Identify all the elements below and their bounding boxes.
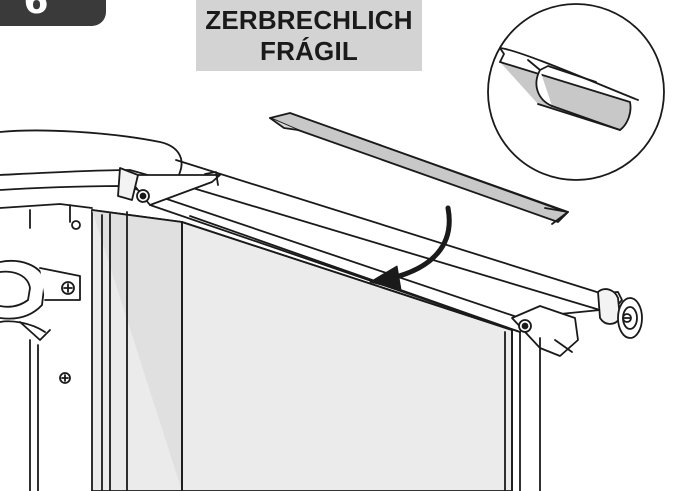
right-end-knob [597, 288, 643, 339]
magnified-detail-icon [487, 3, 665, 181]
step-number: 6 [23, 0, 49, 22]
warning-text-german: ZERBRECHLICH [205, 5, 413, 35]
left-hinge-bracket [117, 167, 221, 206]
step-badge: 6 [0, 0, 106, 26]
fragile-strip-part [269, 112, 569, 225]
front-panel [91, 209, 541, 491]
right-hinge-bracket [511, 305, 579, 357]
panel-screw [71, 220, 81, 230]
warning-text-spanish: FRÁGIL [260, 36, 358, 66]
fragile-warning-label: ZERBRECHLICH FRÁGIL [196, 0, 422, 71]
left-side-hinge [0, 260, 81, 491]
curved-arrow-icon [369, 205, 452, 291]
